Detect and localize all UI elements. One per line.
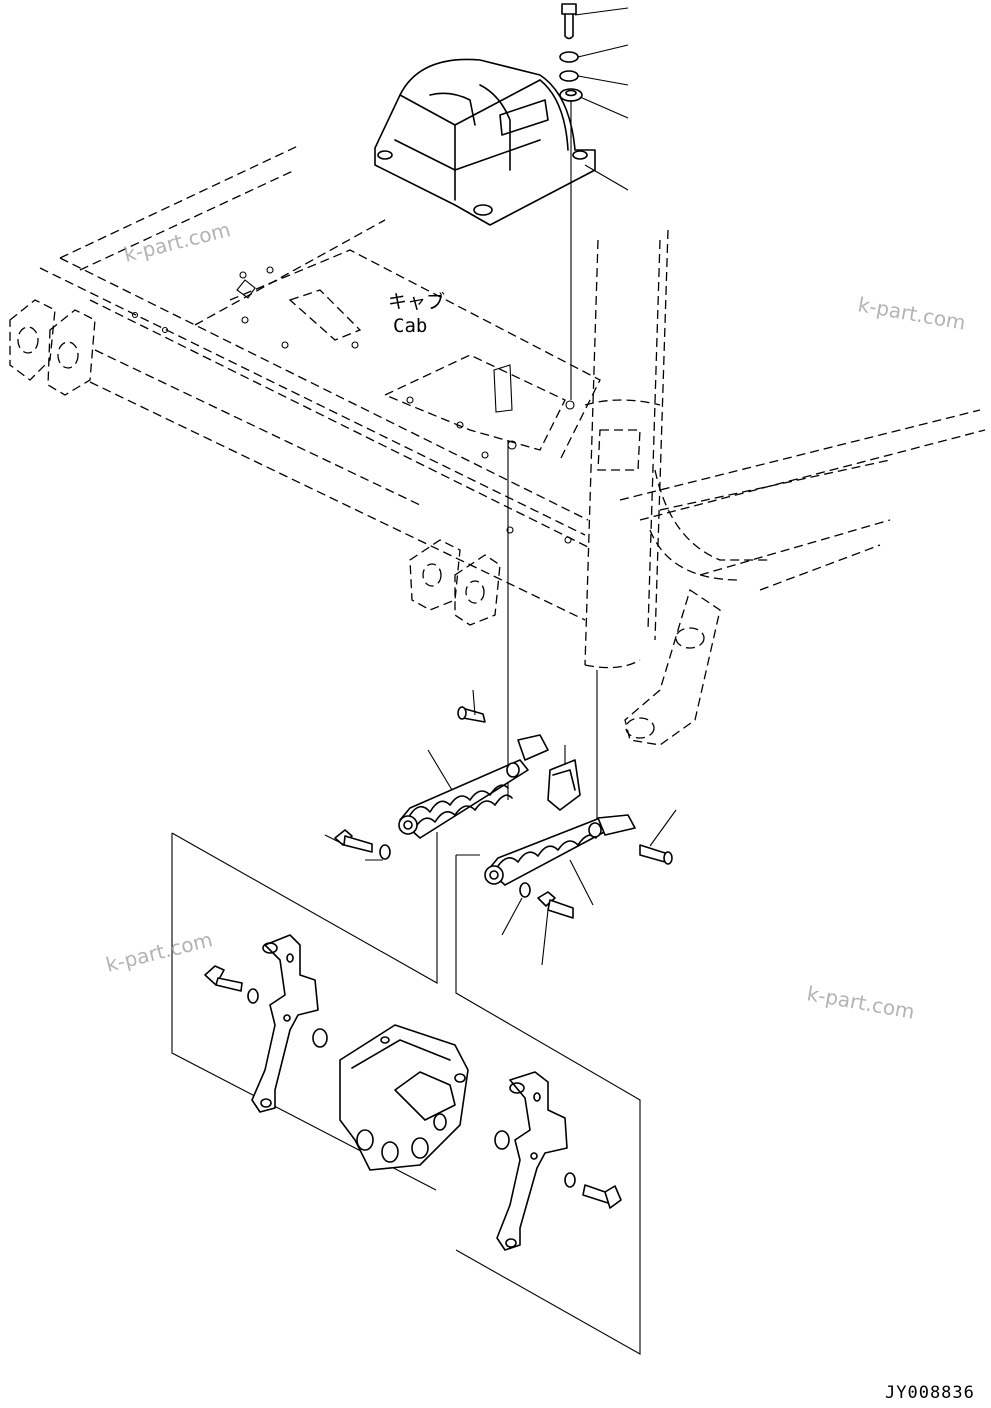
bolt-bottom-right [582, 1184, 622, 1209]
bolt-top [561, 3, 577, 40]
drawing-code: JY008836 [885, 1383, 975, 1403]
washer-bottom-far-right [564, 1172, 576, 1188]
watermark-2: k-part.com [856, 292, 967, 335]
bolt-bottom-left [204, 965, 243, 992]
bolt-right-upper [639, 844, 673, 865]
washer-top-1 [559, 51, 579, 63]
washer-right [519, 882, 531, 898]
part-label-jp: キャブ [388, 290, 445, 313]
washer-left [379, 844, 391, 860]
bolt-left [334, 829, 373, 853]
watermark-4: k-part.com [805, 981, 916, 1024]
washer-bottom-right [494, 1130, 510, 1150]
washer-bottom-mid [312, 1028, 328, 1048]
lever-arm-right [496, 1071, 568, 1251]
washer-bottom-left [247, 988, 259, 1004]
spacer-top [559, 88, 583, 102]
lever-arm-left [251, 934, 319, 1113]
detail-plane-left [171, 832, 438, 1191]
bolt-right-lower [537, 891, 574, 919]
pin-upper [457, 706, 486, 723]
cab-frame-outline [9, 144, 986, 746]
washer-top-2 [559, 70, 579, 82]
valve-block [339, 1024, 469, 1171]
spring-left [398, 734, 549, 839]
spring-right [484, 814, 636, 886]
watermark-1: k-part.com [121, 217, 232, 267]
watermark-3: k-part.com [103, 927, 214, 977]
detail-plane-right [455, 854, 641, 1355]
part-label-en: Cab [393, 315, 427, 337]
cab-mount-rubber [374, 58, 596, 226]
bracket-small [547, 759, 581, 811]
